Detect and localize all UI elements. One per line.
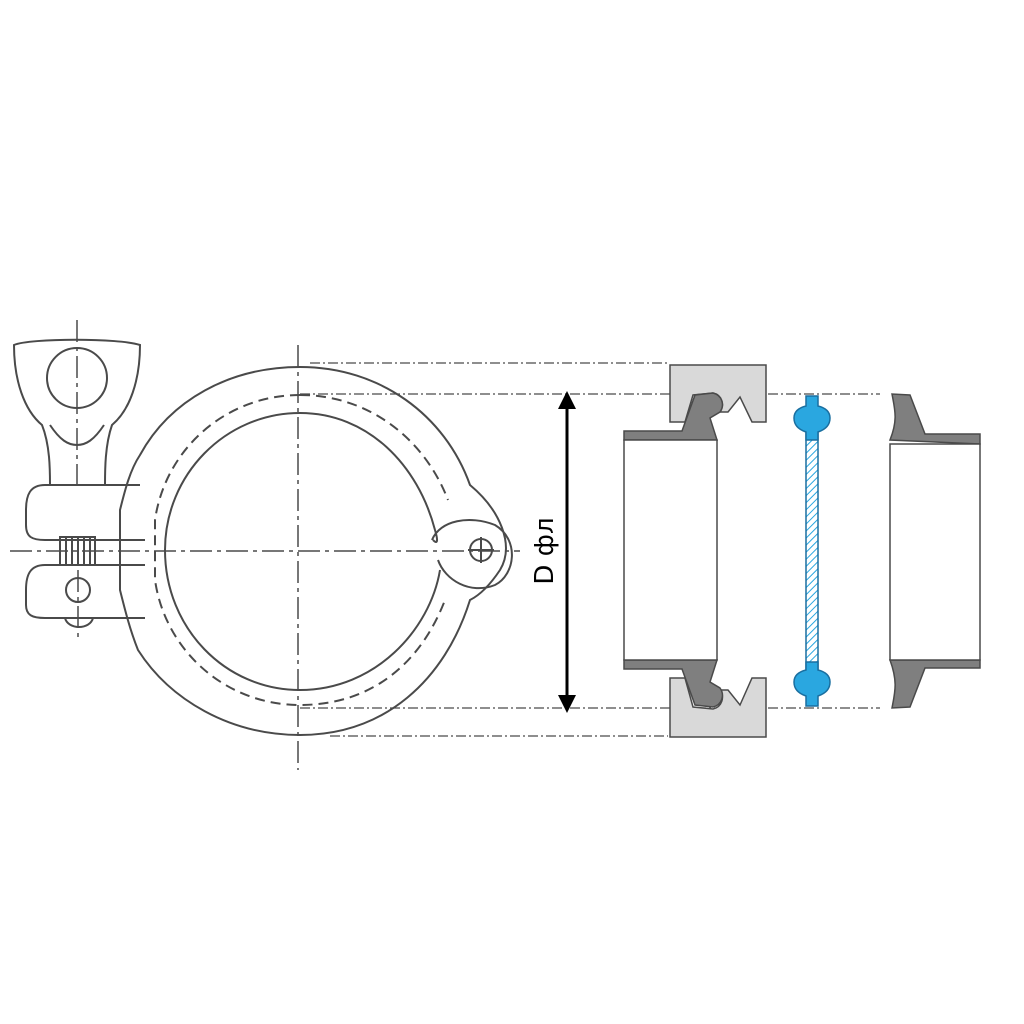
dimension-label: D фл <box>530 517 560 584</box>
wing-nut <box>12 338 142 486</box>
left-ferrule-bore <box>623 439 718 661</box>
lower-bolt-ear <box>25 564 145 619</box>
gasket-bead-top <box>793 395 831 441</box>
extension-lines <box>300 362 880 737</box>
gasket-section <box>793 395 831 707</box>
left-ferrule <box>623 392 724 708</box>
right-ferrule-bore <box>889 443 981 661</box>
gasket-web <box>805 421 819 681</box>
clamp-inner-contour <box>163 412 441 692</box>
upper-bolt-ear <box>25 484 145 541</box>
hinge-lobe <box>431 519 513 590</box>
gasket-bead-bottom <box>793 661 831 707</box>
clamp-outer-contour <box>119 365 507 737</box>
clamp-center-lines <box>10 320 520 770</box>
clamp-dashed-contour <box>154 394 449 707</box>
flange-diameter-dimension: D фл <box>530 391 576 713</box>
clamp-front-view <box>12 338 513 737</box>
